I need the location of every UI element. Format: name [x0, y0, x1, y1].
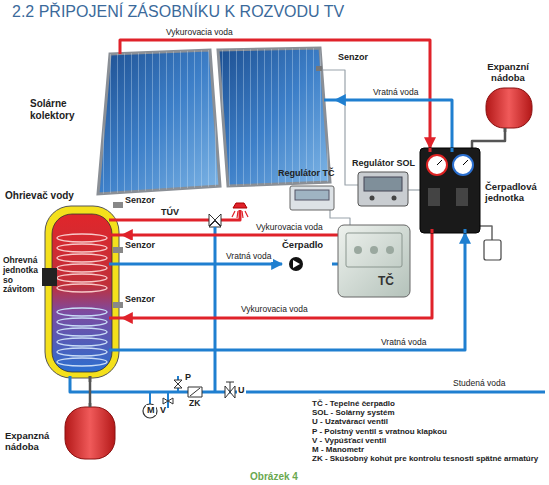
pipe-label: Vykurovacia voda: [165, 28, 234, 38]
node-label: Čerpadlová jednotka: [485, 182, 545, 204]
expansion-vessel: Expanzní nádoba: [472, 62, 544, 132]
pipe-label: Vratná voda: [225, 252, 273, 262]
legend-line: V - Vypúšťací ventil: [312, 436, 544, 445]
text-label: P: [184, 372, 192, 382]
text-label: Senzor: [337, 52, 369, 62]
circulation-pump: Čerpadlo: [282, 240, 332, 272]
pump-unit: Čerpadlová jednotka: [420, 148, 545, 233]
heat-pump-box: TČ: [338, 225, 410, 297]
controller-box: Regulátor TČ: [278, 168, 348, 214]
heat-pump-box-shape: [338, 225, 410, 297]
legend-line: ZK - Skúšobný kohút pre kontrolu tesnost…: [312, 454, 544, 463]
text-label: ZK: [188, 399, 201, 409]
node-label: Regulátor TČ: [278, 168, 348, 178]
node-label: TČ: [378, 275, 406, 289]
pipe-connector: [122, 263, 282, 266]
text-label: Senzor: [124, 294, 156, 304]
pipe-connector: [122, 233, 465, 350]
controller-box: Regulátor SOL: [352, 158, 416, 214]
pipe-label: Vykurovacia voda: [255, 223, 324, 233]
pipe-label: Vratná voda: [372, 88, 420, 98]
text-label: Senzor: [124, 195, 156, 205]
pipe-connector: [122, 234, 338, 237]
node-label: Expanzní nádoba: [472, 62, 544, 84]
node-label: Solárne kolektory: [30, 98, 92, 121]
text-label: Studená voda: [452, 379, 506, 389]
text-label: M: [146, 405, 156, 415]
pipe-connector: [335, 100, 452, 148]
node-label: Expanzná nádoba: [5, 431, 63, 453]
pipe-connector: [332, 263, 338, 266]
node-label: Regulátor SOL: [352, 158, 416, 168]
expansion-vessel: Expanzná nádoba: [5, 403, 155, 463]
text-label: Senzor: [124, 240, 156, 250]
figure-caption: Obrázek 4: [230, 471, 318, 483]
pipe-label: Vykurovacia voda: [240, 305, 309, 315]
pipe-label: Vratná voda: [380, 338, 428, 348]
text-label: V: [159, 405, 167, 415]
legend-line: U - Uzatvárací ventil: [312, 417, 544, 426]
pipe-connector: [472, 132, 505, 148]
legend-line: TČ - Tepelné čerpadlo: [312, 399, 544, 408]
legend-line: P - Poistný ventil s vratnou klapkou: [312, 427, 544, 436]
part-label: Ohrevná jednotka so závitom: [2, 256, 42, 295]
legend-line: M - Manometr: [312, 445, 544, 454]
pipe-connector: [89, 382, 92, 403]
node-label: Čerpadlo: [282, 240, 332, 251]
text-label: TÚV: [160, 207, 180, 217]
text-label: U: [237, 385, 246, 395]
node-label: Ohrievač vody: [5, 190, 122, 202]
legend-line: SOL - Solárny systém: [312, 408, 544, 417]
page-title: 2.2 PŘIPOJENÍ ZÁSOBNÍKU K ROZVODU TV: [12, 3, 372, 21]
